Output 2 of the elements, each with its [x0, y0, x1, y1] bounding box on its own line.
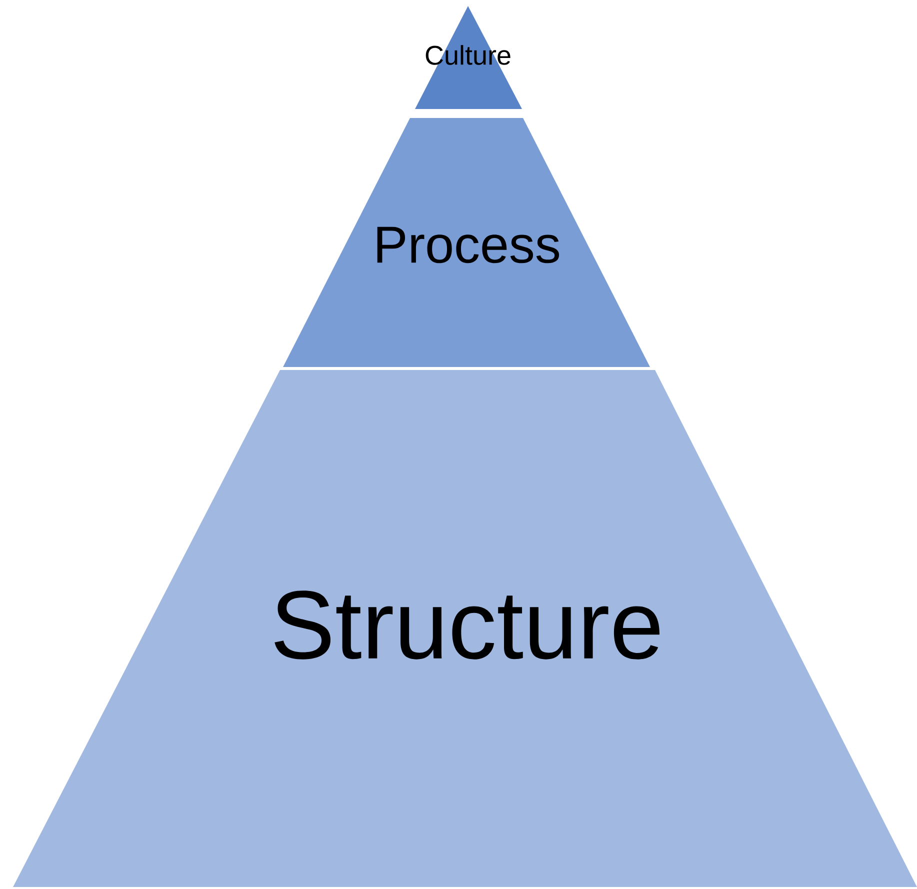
pyramid-level: Structure — [13, 370, 917, 887]
pyramid-level: Process — [283, 118, 650, 367]
